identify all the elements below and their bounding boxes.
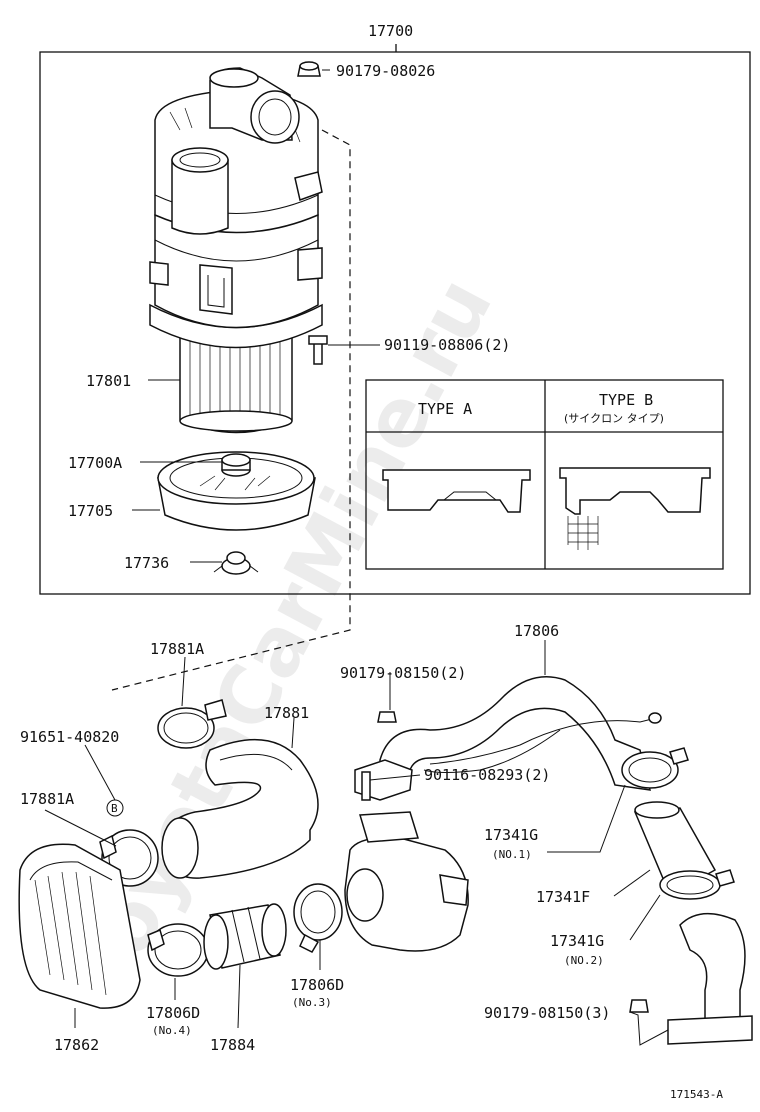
nut-90179-08150-2: [377, 711, 397, 723]
type-b-label: TYPE B: [599, 391, 653, 409]
label-no3: (No.3): [292, 996, 332, 1009]
label-17341F: 17341F: [536, 888, 590, 906]
nut-90179-08026: [297, 61, 321, 77]
clamp-17341G-no2: [659, 869, 735, 900]
label-17341G-no1: 17341G: [484, 826, 538, 844]
label-17806D-no4: 17806D: [146, 1004, 200, 1022]
hose-17884: [203, 903, 287, 970]
nut-90179-08150-3: [629, 999, 649, 1013]
type-b-cyclone: [567, 516, 599, 550]
type-comparison-box: TYPE A TYPE B (サイクロン タイプ): [365, 379, 724, 570]
bolt-90116-08293: [361, 771, 371, 801]
figure-code: 171543-A: [670, 1088, 723, 1101]
label-90119-08806: 90119-08806(2): [384, 336, 510, 354]
label-17341G-no2: 17341G: [550, 932, 604, 950]
air-inlet-17862: [18, 843, 141, 1009]
air-cleaner-assembly: [149, 61, 328, 575]
inlet-tube: [171, 147, 229, 235]
label-no1: (NO.1): [492, 848, 532, 861]
label-no2: (NO.2): [564, 954, 604, 967]
clamp-17341G-no1: [621, 747, 689, 789]
clamp-17881A-top: [157, 699, 227, 749]
callout-b-circle: [106, 799, 124, 817]
label-90179-08150-2: 90179-08150(2): [340, 664, 466, 682]
label-17884: 17884: [210, 1036, 255, 1054]
label-17806D-no3: 17806D: [290, 976, 344, 994]
elbow-pipe: [667, 912, 753, 1045]
bolt-90119-08806: [308, 335, 328, 365]
label-17736: 17736: [124, 554, 169, 572]
label-17881A-left: 17881A: [20, 790, 74, 808]
label-91651-40820: 91651-40820: [20, 728, 119, 746]
label-17881A-top: 17881A: [150, 640, 204, 658]
label-17705: 17705: [68, 502, 113, 520]
leader-lines: [44, 69, 669, 1046]
hose-17881: [161, 738, 319, 879]
callout-b-letter: B: [111, 802, 118, 815]
clamp-17806D-no4: [147, 923, 209, 977]
outlet-elbow: [209, 67, 300, 144]
valve-17736: [213, 551, 259, 575]
label-17881: 17881: [264, 704, 309, 722]
label-90179-08150-3: 90179-08150(3): [484, 1004, 610, 1022]
type-b-subtitle: (サイクロン タイプ): [564, 412, 664, 425]
turbo-body: [344, 811, 469, 952]
clamp-17806D-no3: [293, 883, 343, 953]
cleaner-body: [154, 214, 319, 329]
valve-17700A: [221, 453, 251, 477]
assembly-number: 17700: [368, 22, 413, 40]
filter-element-17801: [179, 329, 293, 434]
label-90179-08026: 90179-08026: [336, 62, 435, 80]
type-b-pan: [559, 467, 711, 515]
type-a-label: TYPE A: [418, 400, 472, 418]
side-clip: [199, 264, 233, 315]
type-a-pan: [382, 469, 531, 513]
assembly-frame: [39, 51, 751, 595]
label-17801: 17801: [86, 372, 131, 390]
bottom-pan-17705: [157, 451, 316, 531]
label-no4: (No.4): [152, 1024, 192, 1037]
label-90116-08293: 90116-08293(2): [424, 766, 550, 784]
label-17700A: 17700A: [68, 454, 122, 472]
label-17862: 17862: [54, 1036, 99, 1054]
label-17806: 17806: [514, 622, 559, 640]
dashed-reference-line: [111, 129, 351, 691]
